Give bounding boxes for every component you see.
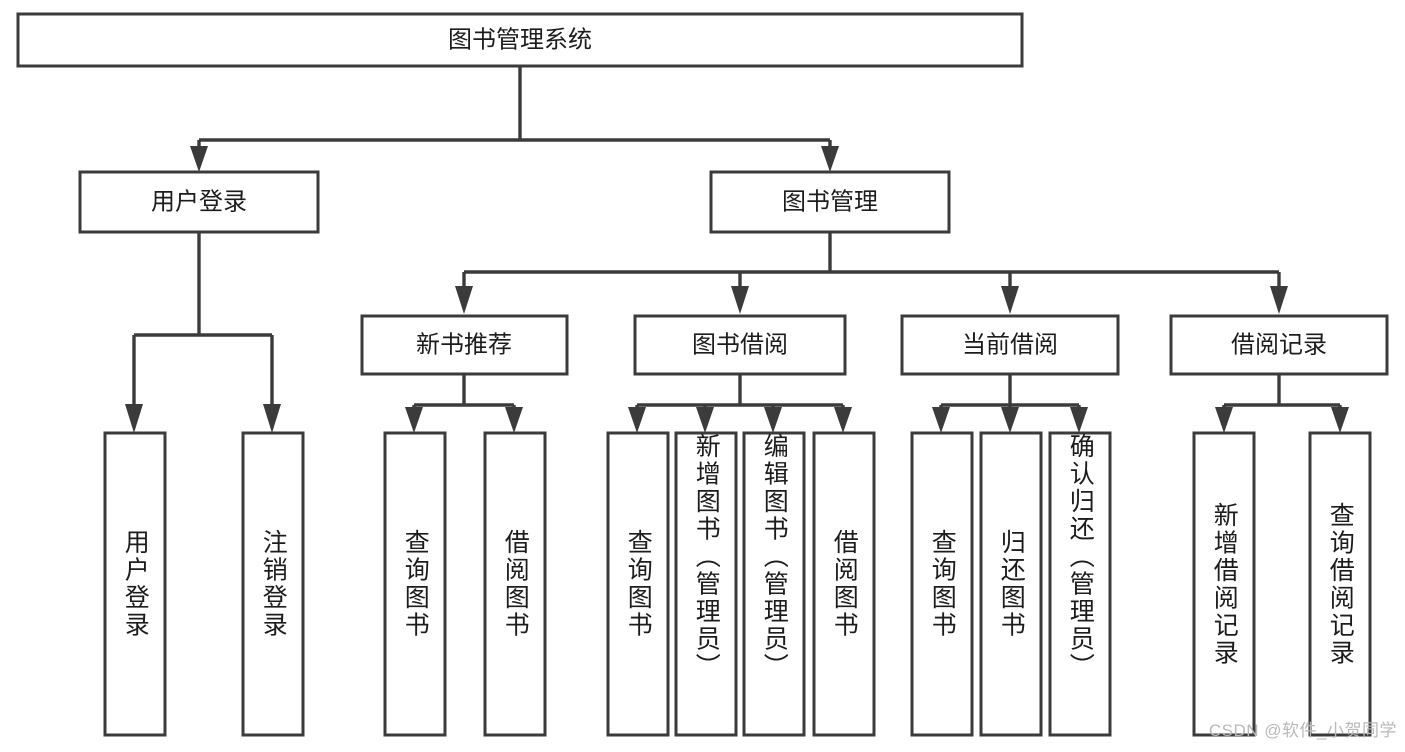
node-book-borrow-box[interactable] xyxy=(633,314,847,376)
leaf-box-add-book-admin[interactable] xyxy=(674,431,738,737)
arrow-currentborrow-leaf-2 xyxy=(1001,407,1019,433)
node-new-book-rec-box[interactable] xyxy=(360,314,569,376)
leaf-box-borrow-book-newrec[interactable] xyxy=(483,431,547,737)
arrow-newbook-leaf-2 xyxy=(505,407,523,433)
arrow-currentborrow-leaf-3 xyxy=(1070,407,1088,433)
arrow-currentborrow-leaf-1 xyxy=(932,407,950,433)
arrow-borrowrecord-leaf-1 xyxy=(1215,407,1233,433)
node-user-login-label: 用户登录 xyxy=(151,188,247,215)
arrow-userlogin-leaf-1 xyxy=(125,404,143,433)
node-new-book-rec-label: 新书推荐 xyxy=(416,331,512,358)
node-root-label: 图书管理系统 xyxy=(448,26,592,53)
arrow-level3-3 xyxy=(1001,286,1019,314)
node-book-manage-label: 图书管理 xyxy=(782,188,878,215)
leaf-box-logout[interactable] xyxy=(241,431,305,737)
csdn-watermark: CSDN @软件_小贺同学 xyxy=(1208,721,1397,740)
arrow-level2-2 xyxy=(821,146,839,172)
arrow-bookborrow-leaf-2 xyxy=(696,407,714,433)
arrow-borrowrecord-leaf-2 xyxy=(1331,407,1349,433)
leaf-box-borrow-book[interactable] xyxy=(812,431,876,737)
arrow-bookborrow-leaf-1 xyxy=(628,407,646,433)
node-book-manage-box[interactable] xyxy=(709,170,951,234)
node-book-borrow-label: 图书借阅 xyxy=(692,331,788,358)
leaf-box-confirm-return-admin[interactable] xyxy=(1048,431,1112,737)
leaf-box-user-login[interactable] xyxy=(103,431,167,737)
leaf-box-query-borrow-record[interactable] xyxy=(1308,431,1372,737)
leaf-box-return-book[interactable] xyxy=(979,431,1043,737)
leaf-box-query-book-current[interactable] xyxy=(910,431,974,737)
arrow-bookborrow-leaf-4 xyxy=(834,407,852,433)
node-current-borrow-label: 当前借阅 xyxy=(962,331,1058,358)
node-borrow-record-box[interactable] xyxy=(1169,314,1389,376)
leaf-box-query-book-newrec[interactable] xyxy=(383,431,447,737)
arrow-userlogin-leaf-2 xyxy=(263,404,281,433)
arrow-bookborrow-leaf-3 xyxy=(764,407,782,433)
arrow-level3-2 xyxy=(731,286,749,314)
node-borrow-record-label: 借阅记录 xyxy=(1231,331,1327,358)
node-root-box[interactable] xyxy=(16,12,1024,68)
node-current-borrow-box[interactable] xyxy=(900,314,1120,376)
leaf-box-edit-book-admin[interactable] xyxy=(742,431,806,737)
leaf-box-add-borrow-record[interactable] xyxy=(1192,431,1256,737)
leaf-box-query-book-borrow[interactable] xyxy=(606,431,670,737)
arrow-level3-1 xyxy=(455,286,473,314)
arrow-newbook-leaf-1 xyxy=(405,407,423,433)
arrow-level2-1 xyxy=(190,146,208,172)
arrow-level3-4 xyxy=(1270,286,1288,314)
